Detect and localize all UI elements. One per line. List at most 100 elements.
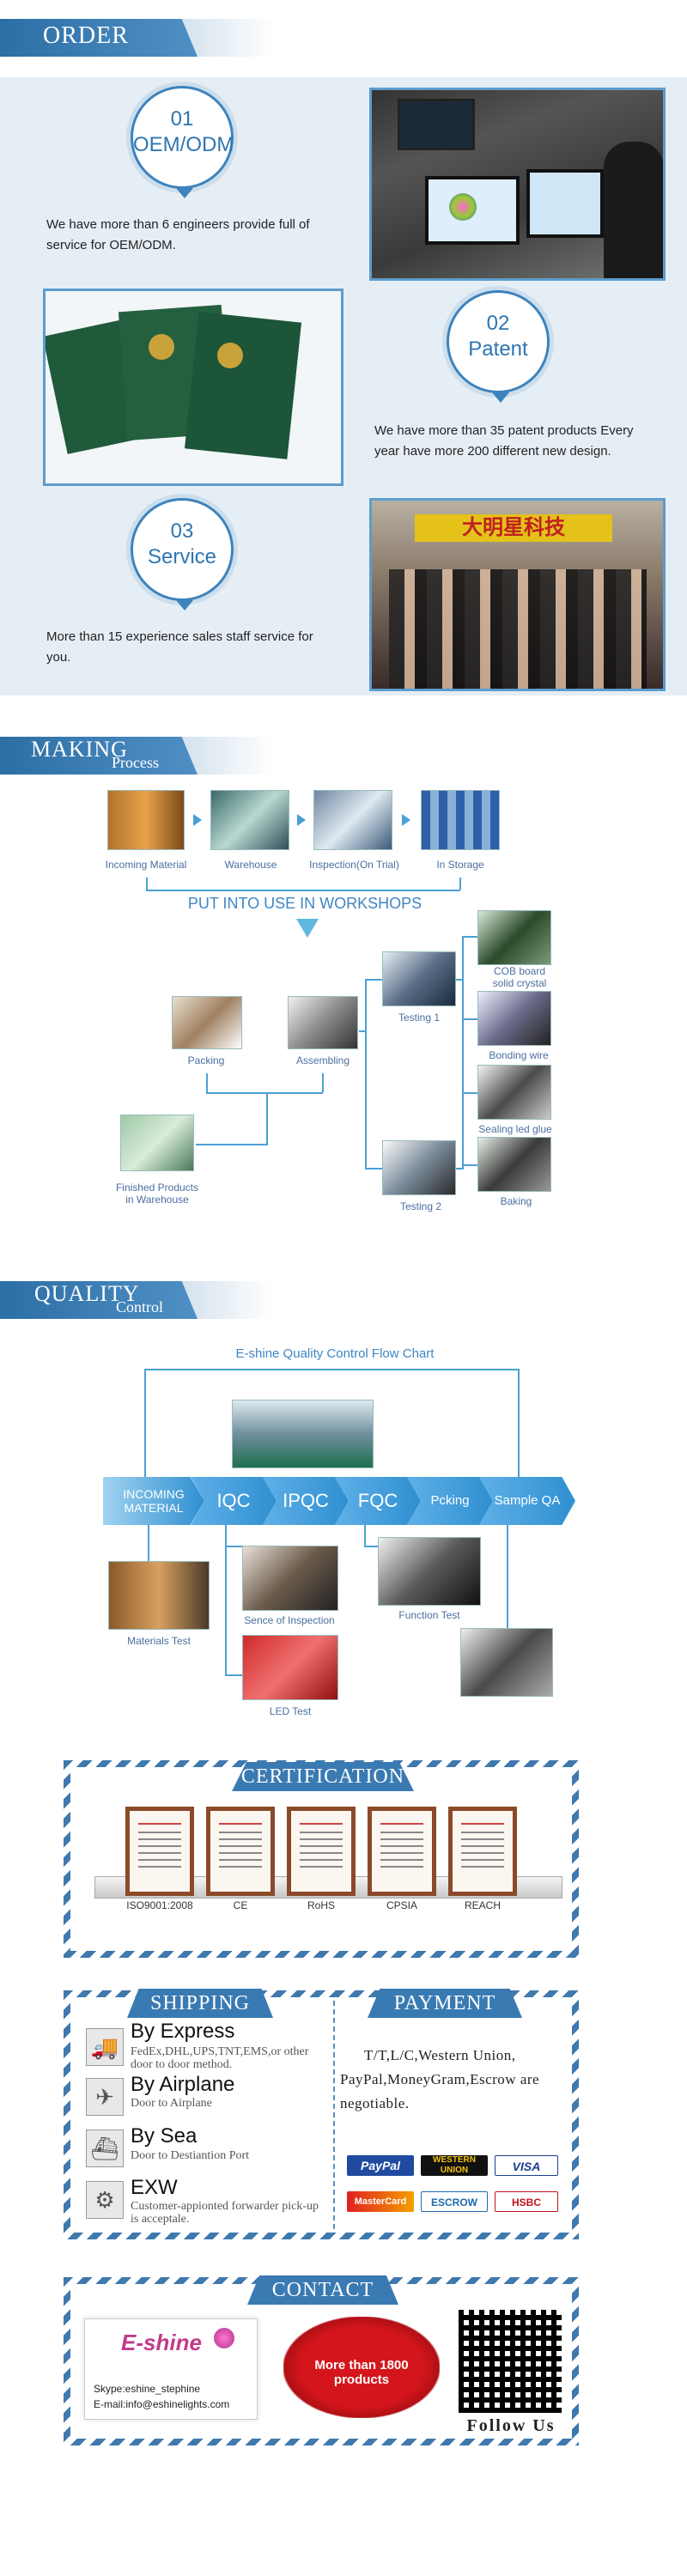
ship-icon: ⛴ bbox=[86, 2129, 124, 2167]
baking-label: Baking bbox=[500, 1195, 532, 1207]
flower-icon bbox=[214, 2328, 234, 2348]
sealing-glue-image bbox=[477, 1065, 551, 1120]
shipping-title: SHIPPING bbox=[127, 1989, 273, 2018]
products-badge-text: More than 1800 products bbox=[314, 2358, 409, 2387]
finished-products-label: Finished Products in Warehouse bbox=[115, 1182, 199, 1206]
testing2-image bbox=[382, 1140, 456, 1195]
bonding-wire-image bbox=[477, 991, 551, 1046]
qc-factory-image bbox=[232, 1400, 374, 1468]
bonding-wire-label: Bonding wire bbox=[489, 1049, 549, 1061]
order-ribbon-title: ORDER bbox=[43, 22, 129, 49]
storage-image bbox=[421, 790, 500, 850]
airplane-icon: ✈ bbox=[86, 2078, 124, 2116]
inspection-image bbox=[313, 790, 392, 850]
assembling-label: Assembling bbox=[295, 1054, 350, 1066]
led-test-image bbox=[242, 1635, 338, 1700]
flow-pcking: Pcking bbox=[407, 1477, 493, 1525]
payment-title: PAYMENT bbox=[368, 1989, 522, 2018]
contact-title: CONTACT bbox=[247, 2275, 398, 2305]
escrow-logo: ESCROW bbox=[421, 2191, 488, 2212]
certificate-iso bbox=[125, 1807, 194, 1896]
follow-us-label: Follow Us bbox=[466, 2416, 556, 2435]
sample-qa-image bbox=[460, 1628, 553, 1697]
patent-text: We have more than 35 patent products Eve… bbox=[374, 423, 634, 459]
testing1-image bbox=[382, 951, 456, 1006]
airplane-sub: Door to Airplane bbox=[131, 2097, 212, 2110]
airplane-title: By Airplane bbox=[131, 2073, 235, 2096]
flow-fqc: FQC bbox=[335, 1477, 421, 1525]
exw-sub: Customer-appionted forwarder pick-up is … bbox=[131, 2200, 319, 2226]
sealing-glue-label: Sealing led glue bbox=[478, 1123, 552, 1135]
forklift-icon: ⚙ bbox=[86, 2181, 124, 2219]
certificate-ce bbox=[206, 1807, 275, 1896]
cert-label-rohs: RoHS bbox=[307, 1899, 335, 1911]
email-text: E-mail:info@eshinelights.com bbox=[94, 2398, 230, 2410]
service-team-photo: 大明星科技 bbox=[369, 498, 666, 691]
hsbc-logo: HSBC bbox=[495, 2191, 558, 2212]
oem-number: 01 bbox=[170, 107, 194, 131]
down-arrow-icon bbox=[296, 919, 319, 938]
cob-board-image bbox=[477, 910, 551, 965]
products-badge: More than 1800 products bbox=[283, 2317, 440, 2418]
oem-circle: 01 OEM/ODM bbox=[131, 86, 234, 198]
patent-number: 02 bbox=[486, 312, 510, 335]
shipping-payment-divider bbox=[333, 2001, 335, 2229]
sea-sub: Door to Destiantion Port bbox=[131, 2149, 250, 2162]
quality-ribbon: QUALITY Control bbox=[0, 1281, 275, 1319]
patent-label: Patent bbox=[468, 337, 528, 361]
flow-ipqc: IPQC bbox=[263, 1477, 349, 1525]
service-circle: 03 Service bbox=[131, 498, 234, 611]
cert-label-reach: REACH bbox=[464, 1899, 501, 1911]
flow-sample-qa: Sample QA bbox=[479, 1477, 575, 1525]
sence-inspection-image bbox=[242, 1546, 338, 1611]
cert-label-ce: CE bbox=[233, 1899, 248, 1911]
order-ribbon: ORDER bbox=[0, 19, 275, 57]
making-ribbon: MAKING Process bbox=[0, 737, 275, 775]
sence-inspection-label: Sence of Inspection bbox=[244, 1614, 335, 1626]
certificate-cpsia bbox=[368, 1807, 436, 1896]
express-sub: FedEx,DHL,UPS,TNT,EMS,or other door to d… bbox=[131, 2045, 309, 2071]
company-sign: 大明星科技 bbox=[415, 514, 612, 542]
materials-test-label: Materials Test bbox=[127, 1635, 191, 1647]
cob-board-label: COB board solid crystal bbox=[492, 965, 547, 989]
led-test-label: LED Test bbox=[269, 1705, 312, 1717]
flow-incoming-material: INCOMING MATERIAL bbox=[103, 1477, 204, 1525]
step-warehouse: Warehouse bbox=[224, 859, 277, 871]
making-ribbon-sub: Process bbox=[112, 754, 159, 771]
western-union-logo: WESTERN UNION bbox=[421, 2155, 488, 2176]
payment-text: T/T,L/C,Western Union, PayPal,MoneyGram,… bbox=[340, 2047, 540, 2111]
assembling-image bbox=[288, 996, 358, 1049]
flow-iqc: IQC bbox=[191, 1477, 277, 1525]
certificate-rohs bbox=[287, 1807, 356, 1896]
testing2-label: Testing 2 bbox=[399, 1200, 442, 1212]
truck-icon: 🚚 bbox=[86, 2028, 124, 2066]
express-title: By Express bbox=[131, 2020, 235, 2043]
oem-label: OEM/ODM bbox=[133, 133, 234, 156]
step-inspection: Inspection(On Trial) bbox=[309, 859, 399, 871]
cert-label-cpsia: CPSIA bbox=[386, 1899, 417, 1911]
step-in-storage: In Storage bbox=[436, 859, 484, 871]
order-row-patent: 02 Patent We have more than 35 patent pr… bbox=[0, 283, 687, 489]
patent-photo bbox=[43, 289, 344, 486]
packing-image bbox=[172, 996, 242, 1049]
materials-test-image bbox=[108, 1561, 210, 1630]
making-ribbon-title: MAKING bbox=[31, 737, 128, 762]
oem-photo bbox=[369, 88, 666, 281]
brand-logo: E-shine bbox=[121, 2330, 202, 2355]
contact-card: E-shine Skype:eshine_stephine E-mail:inf… bbox=[84, 2318, 258, 2420]
sea-title: By Sea bbox=[131, 2124, 198, 2148]
shipping-payment-box bbox=[64, 1990, 579, 2239]
order-row-service: 03 Service More than 15 experience sales… bbox=[0, 489, 687, 696]
quality-ribbon-title: QUALITY bbox=[34, 1281, 140, 1306]
qr-code[interactable] bbox=[459, 2310, 562, 2413]
baking-image bbox=[477, 1137, 551, 1192]
oem-text: We have more than 6 engineers provide fu… bbox=[46, 217, 310, 252]
service-text: More than 15 experience sales staff serv… bbox=[46, 629, 313, 665]
qc-chart-title: E-shine Quality Control Flow Chart bbox=[235, 1346, 435, 1361]
put-into-use-label: PUT INTO USE IN WORKSHOPS bbox=[187, 895, 423, 912]
skype-text: Skype:eshine_stephine bbox=[94, 2383, 201, 2395]
finished-products-image bbox=[120, 1115, 194, 1171]
function-test-image bbox=[378, 1537, 481, 1606]
quality-ribbon-sub: Control bbox=[116, 1298, 164, 1315]
function-test-label: Function Test bbox=[398, 1609, 460, 1621]
